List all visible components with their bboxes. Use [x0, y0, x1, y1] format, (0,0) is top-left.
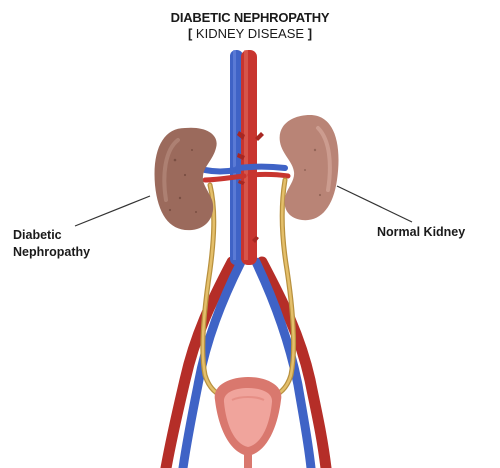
- label-diabetic-nephropathy: Diabetic Nephropathy: [13, 227, 90, 261]
- leader-line-right: [337, 186, 412, 222]
- label-diabetic-line1: Diabetic: [13, 227, 90, 244]
- leader-line-left: [75, 196, 150, 226]
- urinary-bladder: [215, 377, 282, 468]
- label-normal-kidney: Normal Kidney: [377, 224, 465, 241]
- label-diabetic-line2: Nephropathy: [13, 244, 90, 261]
- kidney-normal: [280, 115, 339, 220]
